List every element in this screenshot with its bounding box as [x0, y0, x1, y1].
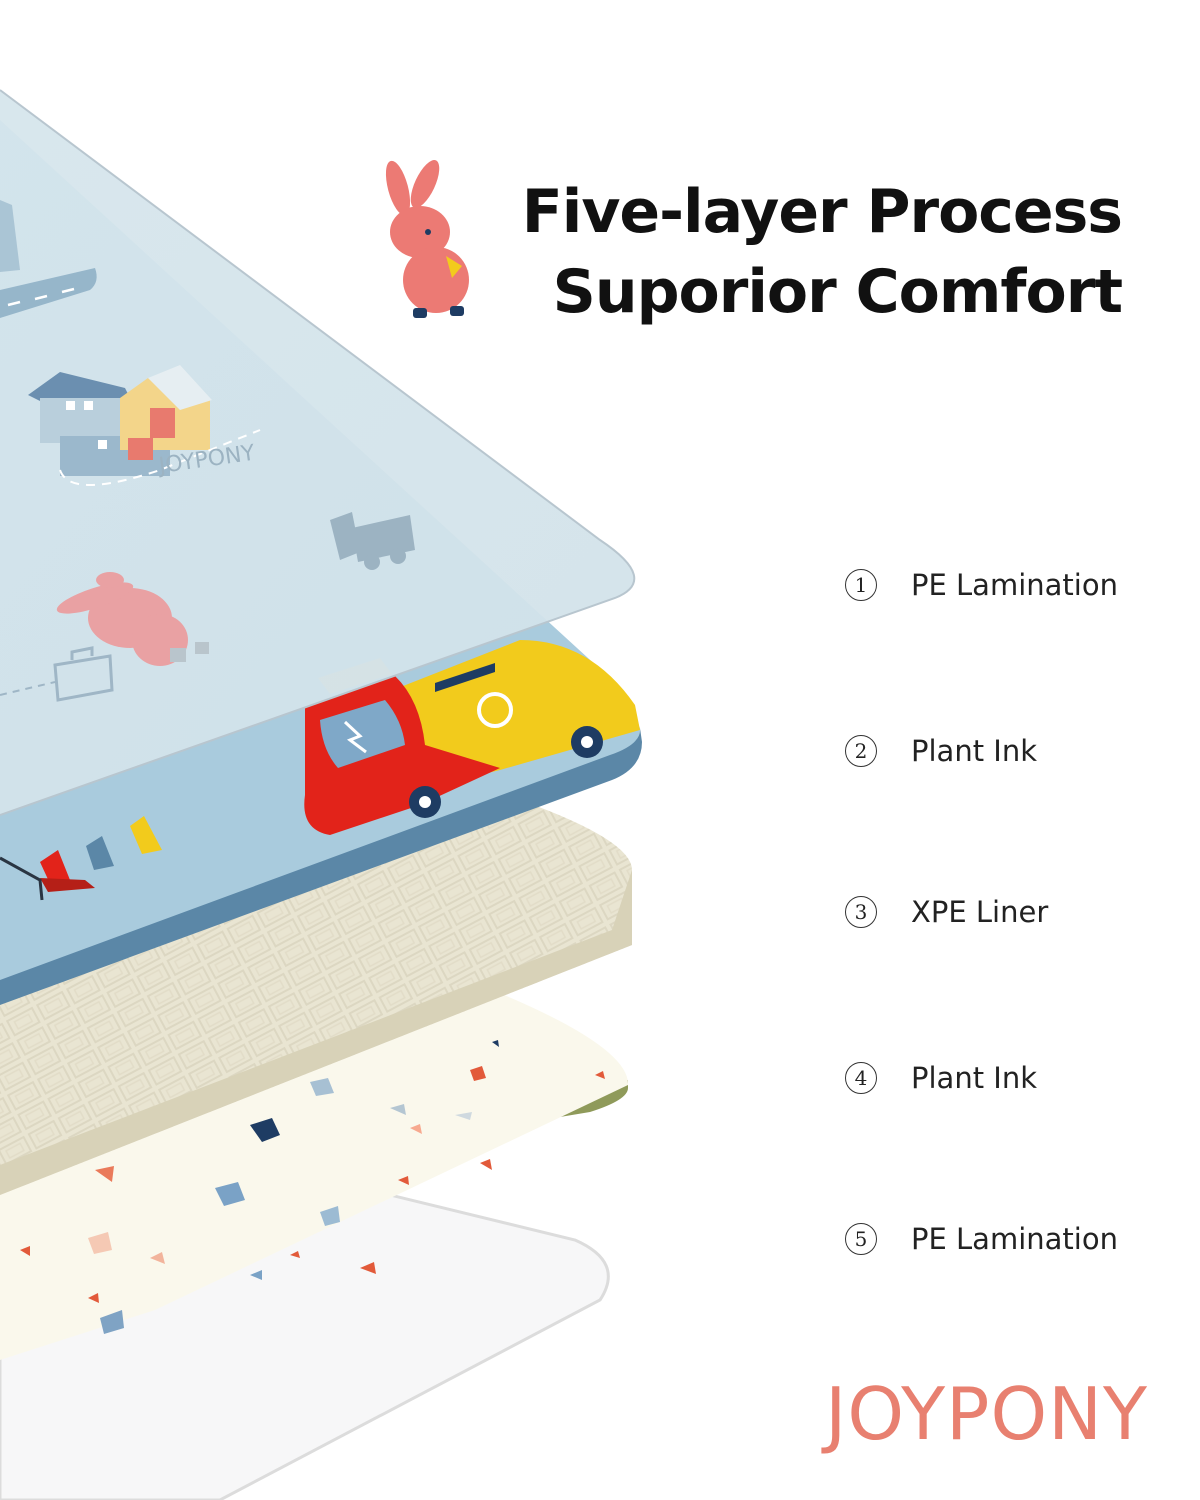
layer-label: Plant Ink [911, 734, 1038, 768]
brand-logo: JOYPONY [825, 1372, 1148, 1456]
house-illustration: JOYPONY [28, 365, 261, 486]
traffic-cones [40, 816, 162, 892]
suitcase-icon [0, 646, 114, 702]
headline-line-1: Five-layer Process [521, 177, 1123, 247]
layer-item-5: 5 PE Lamination [845, 1221, 1118, 1257]
layer-item-4: 4 Plant Ink [845, 1060, 1037, 1096]
train-icon [330, 512, 415, 570]
headline-line-2: Suporior Comfort [552, 257, 1123, 327]
layer-number: 5 [845, 1223, 877, 1255]
layer-number: 4 [845, 1062, 877, 1094]
layer-number: 1 [845, 569, 877, 601]
truck-illustration [304, 640, 640, 835]
layer-label: Plant Ink [911, 1061, 1038, 1095]
layer-label: PE Lamination [911, 1222, 1118, 1256]
bunny-on-mat [56, 572, 209, 666]
layer-item-1: 1 PE Lamination [845, 567, 1118, 603]
layer-label: XPE Liner [911, 895, 1049, 929]
layer-label: PE Lamination [911, 568, 1118, 602]
layer-number: 3 [845, 896, 877, 928]
road-pattern [0, 200, 97, 318]
layer-item-2: 2 Plant Ink [845, 733, 1037, 769]
layer-item-3: 3 XPE Liner [845, 894, 1048, 930]
layer-number: 2 [845, 735, 877, 767]
xpe-liner-layer [0, 800, 632, 1195]
pe-lamination-top-layer: JOYPONY [0, 89, 636, 816]
terrazzo-chips [20, 1040, 605, 1334]
bunny-mascot-icon [385, 160, 469, 318]
